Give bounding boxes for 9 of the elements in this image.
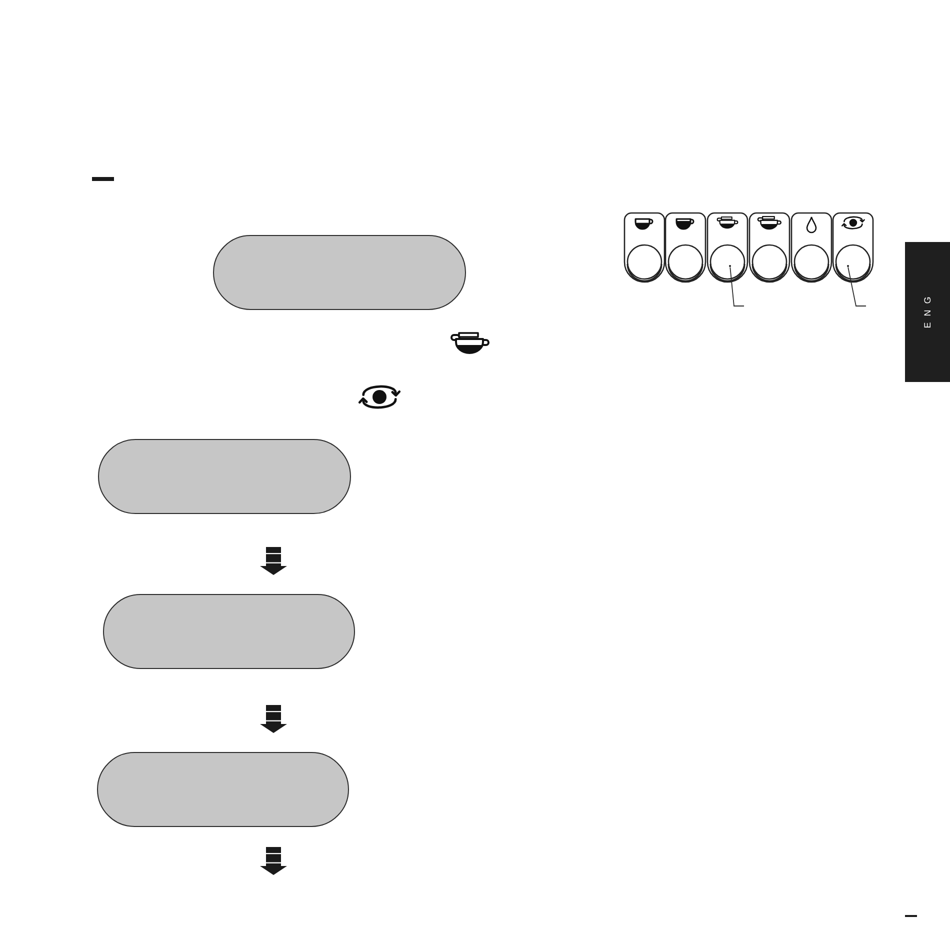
- leader-line: [730, 266, 744, 306]
- tab-label: ENG: [923, 290, 932, 330]
- block-arrow: [260, 847, 287, 875]
- block-arrow: [260, 547, 287, 575]
- button-dot: [728, 264, 732, 268]
- language-tab: [905, 242, 950, 382]
- block-arrow: [260, 705, 287, 733]
- leader-line: [848, 266, 866, 306]
- button-dot: [846, 264, 850, 268]
